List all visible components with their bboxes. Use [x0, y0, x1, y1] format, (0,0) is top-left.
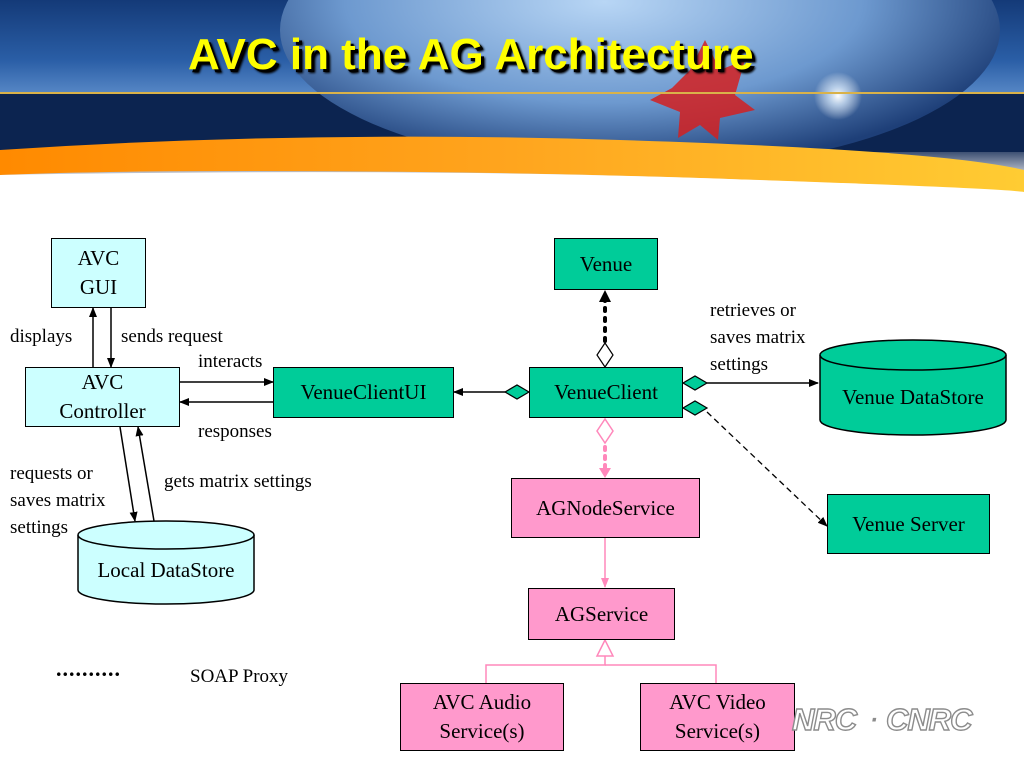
node-venue-datastore-label: Venue DataStore [842, 385, 984, 409]
edge-label-requests-or-saves: requests or saves matrix settings [10, 463, 106, 538]
node-avc-video-service: AVC Video Service(s) [640, 683, 795, 751]
requests-or-saves-arrow [119, 426, 138, 522]
node-venue-client-ui: VenueClientUI [273, 367, 454, 418]
aggregation-diamond-top [596, 341, 614, 369]
white-swoosh [0, 172, 1024, 200]
aggregation-diamond-pink [596, 417, 614, 445]
node-avc-controller: AVC Controller [25, 367, 180, 427]
edge-label-gets-matrix: gets matrix settings [164, 471, 312, 492]
node-venue-client-ui-label: VenueClientUI [300, 380, 427, 404]
venue-arrowhead [599, 290, 611, 302]
node-avc-gui: AVC GUI [51, 238, 146, 308]
node-avc-gui-label: AVC GUI [77, 246, 120, 299]
lens-flare [814, 72, 862, 120]
maple-leaf-shape [650, 40, 755, 140]
node-avc-audio-service: AVC Audio Service(s) [400, 683, 564, 751]
node-venue-server-label: Venue Server [852, 511, 965, 536]
node-avc-controller-label: AVC Controller [59, 370, 146, 423]
node-venue-client: VenueClient [529, 367, 683, 418]
node-venue-client-label: VenueClient [554, 380, 658, 404]
node-venue-label: Venue [579, 251, 633, 276]
inheritance-tree-line-right [605, 664, 717, 683]
edge-label-sends-request: sends request [121, 326, 223, 347]
edge-label-interacts: interacts [198, 351, 263, 372]
node-local-datastore-label: Local DataStore [97, 558, 235, 582]
nodeservice-arrowhead [599, 468, 611, 478]
page-title: AVC in the AG Architecture [188, 30, 754, 79]
header-art [0, 0, 1024, 200]
header-banner: AVC in the AG Architecture [0, 0, 1024, 200]
node-venue-server: Venue Server [827, 494, 990, 554]
legend-dots: .......... [56, 656, 121, 681]
edge-label-retrieves-or-saves: retrieves or saves matrix settings [710, 300, 806, 375]
composition-diamond-right-top [681, 375, 709, 391]
local-datastore-cylinder [77, 520, 255, 605]
inheritance-tree-line [485, 656, 606, 683]
node-avc-audio-service-label: AVC Audio Service(s) [432, 690, 532, 743]
globe-art [280, 0, 1000, 170]
node-ag-node-service: AGNodeService [511, 478, 700, 538]
nrc-logo-art: NRC · CNRC [791, 701, 975, 737]
node-ag-service-label: AGService [554, 601, 649, 626]
legend-soap-proxy: SOAP Proxy [190, 666, 289, 687]
composition-diamond-left [503, 384, 531, 400]
edge-label-displays: displays [10, 326, 73, 347]
composition-diamond-right-bottom [681, 400, 709, 416]
svg-text:NRC: NRC [792, 702, 858, 737]
svg-text:CNRC: CNRC [886, 702, 973, 737]
orange-swoosh [0, 136, 1024, 192]
svg-text:·: · [870, 707, 877, 734]
inheritance-triangle [595, 638, 615, 657]
venue-datastore-cylinder [819, 339, 1007, 436]
nrc-cnrc-logo: NRC · CNRC [790, 700, 980, 740]
node-ag-node-service-label: AGNodeService [536, 495, 675, 520]
venue-server-dashed-arrow [706, 411, 828, 527]
node-venue: Venue [554, 238, 658, 290]
edge-label-responses: responses [198, 421, 272, 442]
node-ag-service: AGService [528, 588, 675, 640]
gets-matrix-arrow [135, 426, 155, 522]
node-avc-video-service-label: AVC Video Service(s) [669, 690, 766, 743]
